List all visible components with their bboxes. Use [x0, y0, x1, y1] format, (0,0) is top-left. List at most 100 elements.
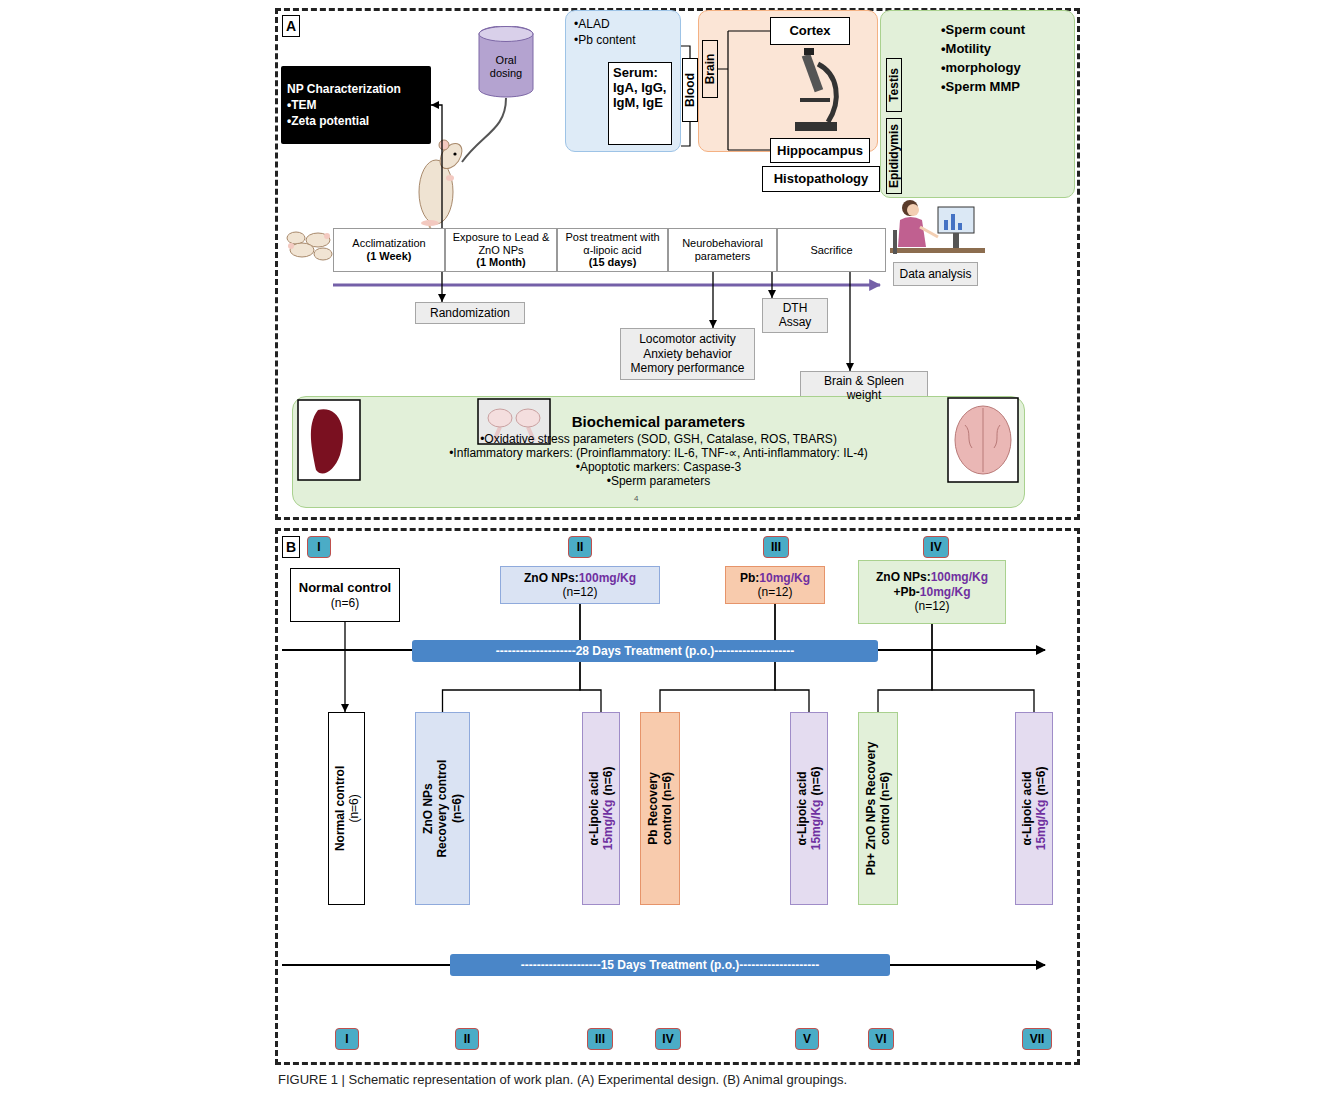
- panel-frame: IIIIIIIVNormal control(n=6)ZnO NPs:100mg…: [275, 528, 1080, 1065]
- text-line: (n=12): [859, 599, 1005, 613]
- node-text: (n=6): [601, 767, 615, 796]
- node-text: (n=6): [331, 596, 359, 610]
- text-line: I: [308, 540, 330, 554]
- treatment-box: α-Lipoic acid15mg/Kg(n=6): [790, 712, 828, 905]
- node-text: α-Lipoic acid: [1020, 771, 1034, 845]
- node-text: (1 Week): [366, 250, 411, 262]
- vertical-label: Blood: [683, 73, 697, 107]
- text-line: V: [796, 1032, 818, 1046]
- group-number: VI: [868, 1028, 894, 1050]
- text-line: (n=12): [726, 585, 824, 599]
- text-line: III: [588, 1032, 612, 1046]
- monitor: [938, 207, 974, 233]
- group-box: Normal control(n=6): [290, 568, 400, 622]
- microscope-illustration: [795, 48, 837, 131]
- node-text: 15mg/Kg: [1034, 800, 1048, 851]
- group-number: II: [568, 536, 592, 558]
- treatment-box: α-Lipoic acid15mg/Kg(n=6): [1015, 712, 1053, 905]
- text-line: 15mg/Kg(n=6): [1034, 733, 1048, 883]
- node-text: IV: [930, 540, 941, 554]
- rat-eye: [453, 152, 456, 155]
- text-line: (1 Week): [337, 250, 441, 263]
- node-text: •Inflammatory markers: (Proinflammatory:…: [449, 446, 868, 460]
- spleen-photo: [298, 400, 360, 480]
- connector: [441, 272, 442, 302]
- group-number: III: [763, 536, 789, 558]
- text-line: Exposure to Lead & ZnO NPs: [449, 231, 553, 256]
- rotated-text-group: Pb+ ZnO NPs Recovery control (n=6): [864, 728, 893, 888]
- node-text: Normal control: [332, 766, 346, 851]
- connector: [849, 272, 850, 371]
- node-text: 100mg/Kg: [931, 570, 988, 584]
- body: [898, 217, 926, 247]
- node-text: (n=12): [757, 585, 792, 599]
- node-text: I: [345, 1032, 348, 1046]
- panel-tag: B: [282, 536, 300, 558]
- node-text: Cortex: [789, 23, 830, 38]
- text-line: --------------------28 Days Treatment (p…: [412, 644, 878, 658]
- node-text: NP Characterization: [287, 82, 401, 96]
- text-line: •Apoptotic markers: Caspase-3: [373, 460, 944, 474]
- chart-bar: [958, 223, 962, 230]
- text-line: α-Lipoic acid: [1020, 733, 1034, 883]
- node-text: •Pb content: [574, 33, 636, 47]
- text-line: Cortex: [775, 23, 845, 39]
- group-number: II: [455, 1028, 479, 1050]
- connector: [932, 624, 1034, 712]
- node-text: α-Lipoic acid: [795, 771, 809, 845]
- photo-frame: [298, 400, 360, 480]
- text-line: (15 days): [561, 256, 664, 269]
- node-text: Pb Recovery control (n=6): [646, 772, 674, 845]
- text-line: (1 Month): [449, 256, 553, 269]
- rotated-text-group: α-Lipoic acid15mg/Kg(n=6): [1020, 733, 1049, 883]
- node-text: 15mg/Kg: [809, 800, 823, 851]
- mice-illustration: [287, 232, 332, 260]
- node-text: Randomization: [430, 306, 510, 320]
- text-line: Data analysis: [898, 267, 973, 281]
- testis: [488, 409, 512, 427]
- text-line: VII: [1023, 1032, 1051, 1046]
- node-text: VI: [875, 1032, 886, 1046]
- text-line: DTH Assay: [767, 301, 823, 330]
- node-text: •Sperm MMP: [941, 79, 1020, 94]
- text-line: Post treatment with α-lipoic acid: [561, 231, 664, 256]
- group-number: III: [587, 1028, 613, 1050]
- text-line: Anxiety behavior: [625, 347, 750, 361]
- treatment-box: α-Lipoic acid15mg/Kg(n=6): [582, 712, 620, 905]
- text-line: 15mg/Kg (n=6): [601, 733, 615, 883]
- text-line: •Pb content: [574, 33, 672, 49]
- rotated-text-group: Normal control(n=6): [332, 723, 361, 893]
- connector: [878, 624, 932, 712]
- process-box: Cortex: [770, 17, 850, 45]
- node-text: 10mg/Kg: [920, 585, 971, 599]
- text-line: (n=6): [291, 596, 399, 610]
- node-text: DTH Assay: [779, 301, 812, 329]
- gavage-tube: [462, 98, 506, 162]
- text-line: •Oxidative stress parameters (SOD, GSH, …: [373, 432, 944, 446]
- photo-frame: [948, 398, 1018, 482]
- step-box: Locomotor activityAnxiety behaviorMemory…: [620, 328, 755, 380]
- text-line: Locomotor activity: [625, 332, 750, 346]
- node-text: (n=6): [347, 794, 361, 822]
- node-text: Anxiety behavior: [643, 347, 732, 361]
- microscope-arm: [818, 64, 836, 122]
- label-frame: Blood: [682, 58, 698, 122]
- brain-bracket: [718, 31, 770, 150]
- timeline-cell: Post treatment with α-lipoic acid(15 day…: [557, 228, 668, 272]
- node-text: 15mg/Kg: [601, 800, 615, 851]
- node-text: •morphology: [941, 60, 1021, 75]
- text-line: •TEM: [287, 97, 425, 113]
- label-frame: Epididymis: [886, 118, 902, 194]
- node-text: ZnO NPs:: [876, 570, 931, 584]
- group-box: ZnO NPs:100mg/Kg +Pb-10mg/Kg(n=12): [858, 560, 1006, 624]
- node-text: I: [317, 540, 320, 554]
- group-box: Pb:10mg/Kg(n=12): [725, 566, 825, 604]
- brain-photo: [948, 398, 1018, 482]
- rat-body: [419, 160, 453, 224]
- duration-bar: --------------------28 Days Treatment (p…: [412, 640, 878, 662]
- text-line: Pb+ ZnO NPs Recovery control (n=6): [864, 728, 893, 888]
- node-text: Histopathology: [774, 171, 869, 186]
- rat-foot: [421, 220, 439, 226]
- node-text: +Pb-: [893, 585, 919, 599]
